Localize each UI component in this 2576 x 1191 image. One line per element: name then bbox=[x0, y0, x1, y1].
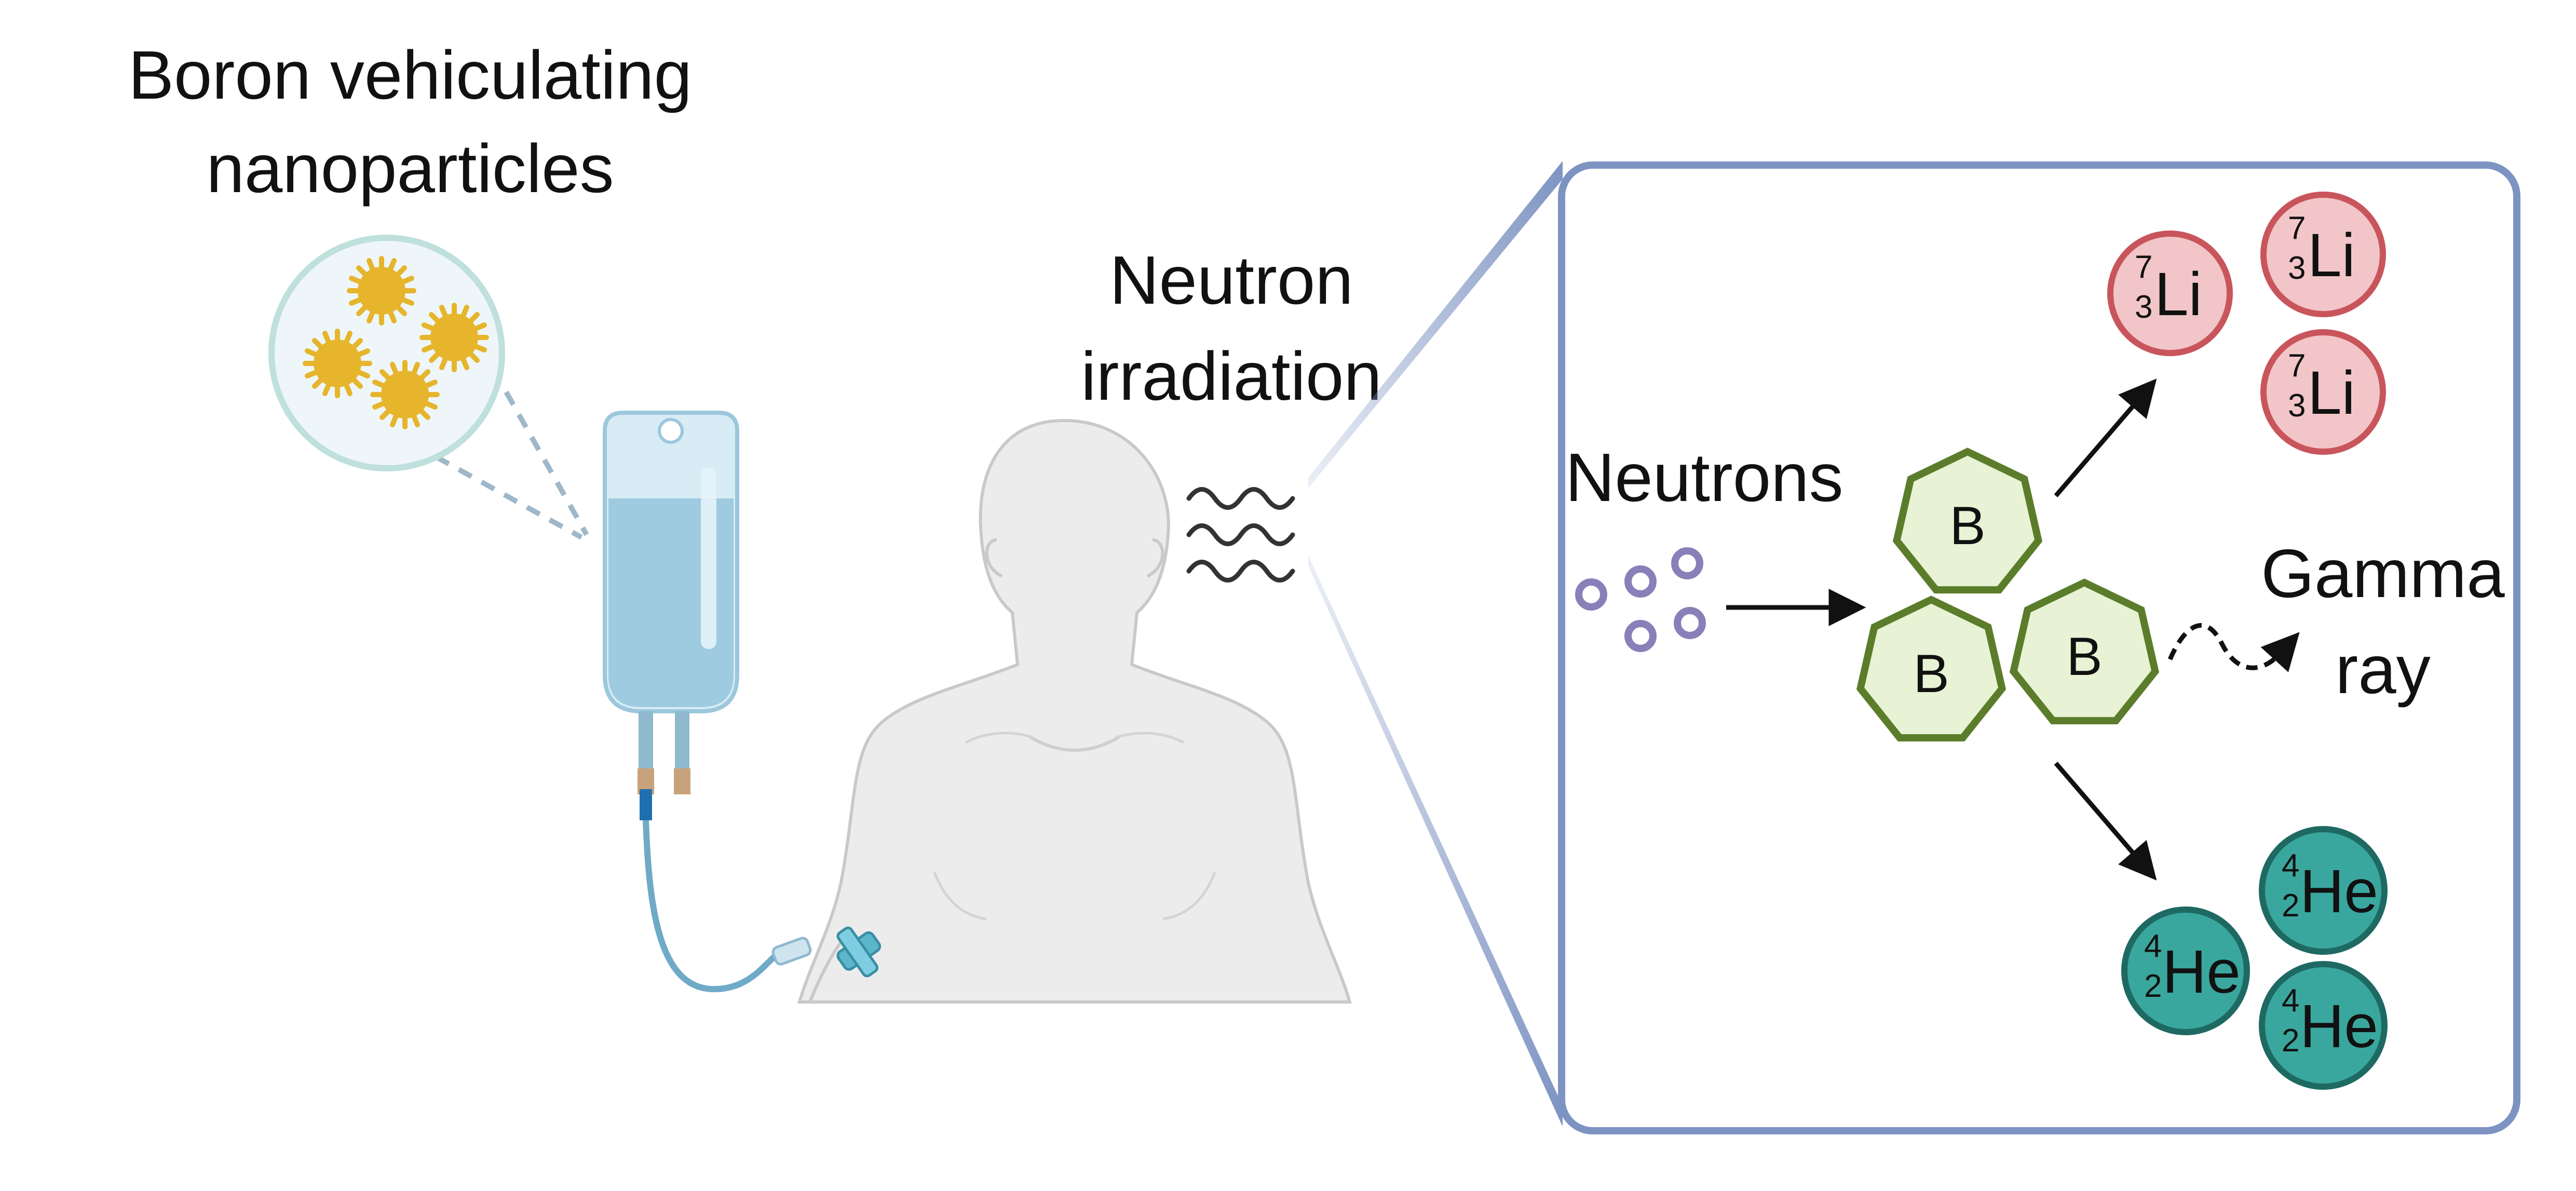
gamma-label-line1: Gamma bbox=[2261, 535, 2505, 612]
boron-symbol: B bbox=[1913, 644, 1949, 704]
svg-text:He: He bbox=[2300, 857, 2378, 926]
neutrons-label: Neutrons bbox=[1565, 439, 1843, 516]
nanoparticle-icon bbox=[305, 331, 370, 396]
zoom-wedge-top bbox=[1308, 161, 1563, 488]
lithium-atom: 7 3 Li bbox=[2260, 192, 2386, 317]
arrow-to-helium bbox=[2054, 762, 2157, 881]
iv-bag-icon bbox=[603, 411, 812, 993]
nanoparticle-icon bbox=[373, 362, 437, 427]
svg-text:2: 2 bbox=[2282, 888, 2299, 924]
svg-text:2: 2 bbox=[2144, 968, 2162, 1004]
svg-text:4: 4 bbox=[2282, 983, 2299, 1019]
helium-atom: 4 2 He bbox=[2259, 961, 2388, 1090]
radiation-wave-icon bbox=[1186, 487, 1295, 583]
lithium-atom: 7 3 Li bbox=[2107, 231, 2233, 356]
svg-text:Li: Li bbox=[2154, 260, 2202, 329]
svg-text:2: 2 bbox=[2282, 1023, 2299, 1059]
svg-text:7: 7 bbox=[2288, 348, 2306, 384]
irradiation-title-line2: irradiation bbox=[1081, 338, 1382, 414]
irradiation-title-line1: Neutron bbox=[1109, 242, 1353, 318]
boron-symbol: B bbox=[2066, 627, 2102, 687]
svg-text:3: 3 bbox=[2135, 289, 2152, 325]
helium-atom: 4 2 He bbox=[2121, 906, 2250, 1035]
neutron-particles bbox=[1575, 547, 1706, 652]
arrow-to-lithium bbox=[2054, 378, 2157, 497]
boron-symbol: B bbox=[1949, 496, 1985, 556]
svg-text:He: He bbox=[2300, 992, 2378, 1061]
lithium-atom: 7 3 Li bbox=[2260, 329, 2386, 455]
gamma-label-line2: ray bbox=[2335, 631, 2430, 708]
svg-text:Li: Li bbox=[2308, 221, 2355, 290]
nanoparticles-title-line2: nanoparticles bbox=[206, 130, 614, 207]
boron-atom: B bbox=[1856, 596, 2006, 742]
boron-atom: B bbox=[2009, 578, 2160, 725]
gamma-wavy-arrow bbox=[2167, 623, 2300, 672]
patient-body-icon bbox=[797, 418, 1352, 1004]
svg-text:Li: Li bbox=[2308, 359, 2355, 427]
helium-atom: 4 2 He bbox=[2259, 826, 2388, 955]
nanoparticles-title-line1: Boron vehiculating bbox=[128, 37, 692, 113]
svg-text:3: 3 bbox=[2288, 388, 2306, 424]
nanoparticle-magnifier bbox=[268, 235, 589, 540]
svg-text:4: 4 bbox=[2282, 848, 2299, 884]
boron-atom: B bbox=[1892, 448, 2043, 594]
svg-text:4: 4 bbox=[2144, 928, 2162, 964]
svg-text:7: 7 bbox=[2288, 210, 2306, 246]
zoom-wedge-bottom bbox=[1308, 556, 1563, 1127]
nanoparticle-icon bbox=[349, 259, 414, 323]
svg-text:He: He bbox=[2162, 938, 2241, 1006]
nanoparticle-icon bbox=[422, 305, 486, 370]
svg-text:7: 7 bbox=[2135, 249, 2152, 285]
svg-text:3: 3 bbox=[2288, 250, 2306, 286]
